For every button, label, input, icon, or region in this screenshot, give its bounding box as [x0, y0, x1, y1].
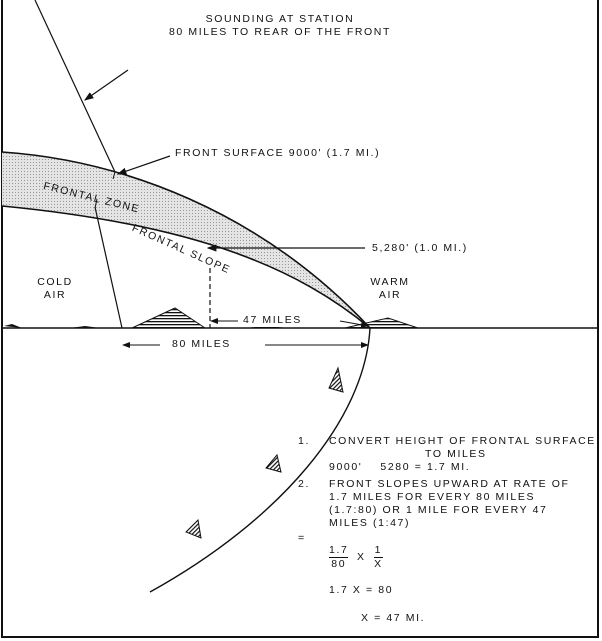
step1-line2: TO MILES — [425, 448, 487, 460]
cold-front-line — [149, 327, 371, 593]
sounding-label: SOUNDING AT STATION 80 MILES TO REAR OF … — [130, 13, 430, 39]
warm-air-line1: WARM — [370, 276, 410, 288]
sounding-line — [94, 206, 123, 329]
sounding-arrow — [84, 69, 129, 101]
mountain — [344, 317, 419, 329]
sounding-label-line2: 80 MILES TO REAR OF THE FRONT — [168, 26, 392, 38]
mountain — [131, 307, 207, 329]
step2-line4: MILES (1:47) — [329, 517, 411, 529]
front-triangle — [185, 518, 202, 539]
times-sign: X — [356, 551, 366, 563]
arrow-47-right — [339, 320, 369, 328]
step1-line3: 9000' 5280 = 1.7 MI. — [329, 461, 471, 473]
height-label: 5,280' (1.0 MI.) — [372, 242, 468, 254]
fraction-denominator: 80 — [331, 558, 347, 570]
equation-step: 1.7 X = 80 — [329, 584, 394, 596]
front-surface-line — [1, 151, 371, 329]
front-surface-label: FRONT SURFACE 9000' (1.7 MI.) — [175, 147, 381, 159]
front-triangle — [328, 366, 344, 393]
step2-line3: (1.7:80) OR 1 MILE FOR EVERY 47 — [329, 504, 548, 516]
equation-result: X = 47 MI. — [361, 612, 426, 624]
frontal-zone-band — [2, 152, 370, 328]
distance-80-label: 80 MILES — [169, 338, 234, 351]
sounding-label-line1: SOUNDING AT STATION — [205, 13, 355, 25]
step2-line2: 1.7 MILES FOR EVERY 80 MILES — [329, 491, 536, 503]
step1-line1: CONVERT HEIGHT OF FRONTAL SURFACE — [329, 435, 596, 447]
cold-air-line2: AIR — [43, 289, 67, 301]
front-triangle — [265, 453, 282, 473]
step2-line1: FRONT SLOPES UPWARD AT RATE OF — [329, 478, 570, 490]
warm-air-line2: AIR — [378, 289, 402, 301]
equals-sign: = — [298, 532, 306, 544]
distance-47-label: 47 MILES — [241, 314, 304, 327]
sounding-line — [34, 0, 116, 173]
warm-air-label: WARM AIR — [365, 276, 415, 302]
fraction-denominator: X — [374, 558, 383, 570]
fraction-numerator: 1 — [374, 544, 383, 558]
fraction-numerator: 1.7 — [329, 544, 349, 558]
step2-number: 2. — [298, 478, 310, 490]
cold-air-label: COLD AIR — [30, 276, 80, 302]
cold-air-line1: COLD — [37, 276, 73, 288]
frontal-slope-line — [1, 205, 371, 329]
hill — [4, 324, 290, 328]
step1-number: 1. — [298, 435, 310, 447]
front-surface-arrow — [116, 155, 171, 175]
